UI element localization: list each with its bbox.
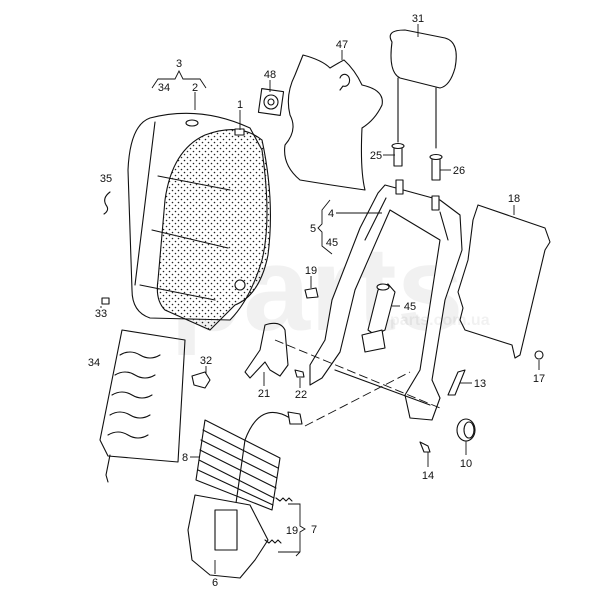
insulation-mat[interactable] (284, 54, 383, 191)
label-35: 35 (100, 173, 112, 185)
screw-22[interactable] (294, 369, 305, 378)
nut-17[interactable] (534, 350, 544, 360)
label-14: 14 (422, 470, 434, 482)
backrest-foam[interactable] (156, 128, 271, 331)
connector-32[interactable] (191, 371, 211, 389)
clip-19[interactable] (304, 287, 319, 299)
watermark-text: parts.com.ua (390, 312, 490, 329)
label-17: 17 (533, 373, 545, 385)
label-8: 8 (182, 452, 188, 464)
label-19-springs: 19 (286, 525, 298, 537)
label-32: 32 (200, 355, 212, 367)
label-21: 21 (258, 388, 270, 400)
label-26: 26 (453, 165, 465, 177)
release-lever[interactable] (447, 369, 466, 396)
adjustment-motor[interactable] (361, 283, 396, 353)
label-10: 10 (460, 458, 472, 470)
label-13: 13 (474, 378, 486, 390)
label-34-pad: 34 (88, 357, 100, 369)
label-22: 22 (295, 389, 307, 401)
label-34: 34 (158, 82, 170, 94)
callout-labels: 31 47 48 3 34 2 1 35 25 26 4 5 45 18 19 … (88, 13, 545, 589)
adjuster-knob[interactable] (456, 418, 476, 442)
bolt-14[interactable] (419, 441, 431, 453)
spring[interactable] (264, 539, 282, 544)
rear-panel[interactable] (457, 204, 551, 359)
label-6: 6 (212, 577, 218, 589)
label-7: 7 (311, 524, 317, 536)
label-33: 33 (95, 308, 107, 320)
label-4: 4 (328, 208, 334, 220)
spring[interactable] (275, 497, 293, 502)
label-47: 47 (336, 39, 348, 51)
label-18: 18 (508, 193, 520, 205)
vent-grille[interactable] (257, 88, 285, 116)
leader-lines (100, 24, 540, 574)
label-19: 19 (305, 265, 317, 277)
label-2: 2 (192, 82, 198, 94)
label-45: 45 (326, 237, 338, 249)
label-3: 3 (176, 58, 182, 70)
label-1: 1 (237, 99, 243, 111)
headrest-guide-25[interactable] (391, 142, 405, 167)
heating-pad[interactable] (99, 329, 186, 483)
cover-bracket-21[interactable] (244, 322, 289, 379)
headrest-guide-26[interactable] (429, 153, 443, 181)
label-48: 48 (264, 69, 276, 81)
label-45-motor: 45 (404, 301, 416, 313)
label-31: 31 (412, 13, 424, 25)
headrest[interactable] (389, 29, 457, 149)
clip-33[interactable] (101, 297, 110, 305)
label-25: 25 (370, 150, 382, 162)
label-5: 5 (310, 223, 316, 235)
clip-35[interactable] (103, 191, 111, 215)
lumbar-support[interactable] (195, 419, 281, 511)
